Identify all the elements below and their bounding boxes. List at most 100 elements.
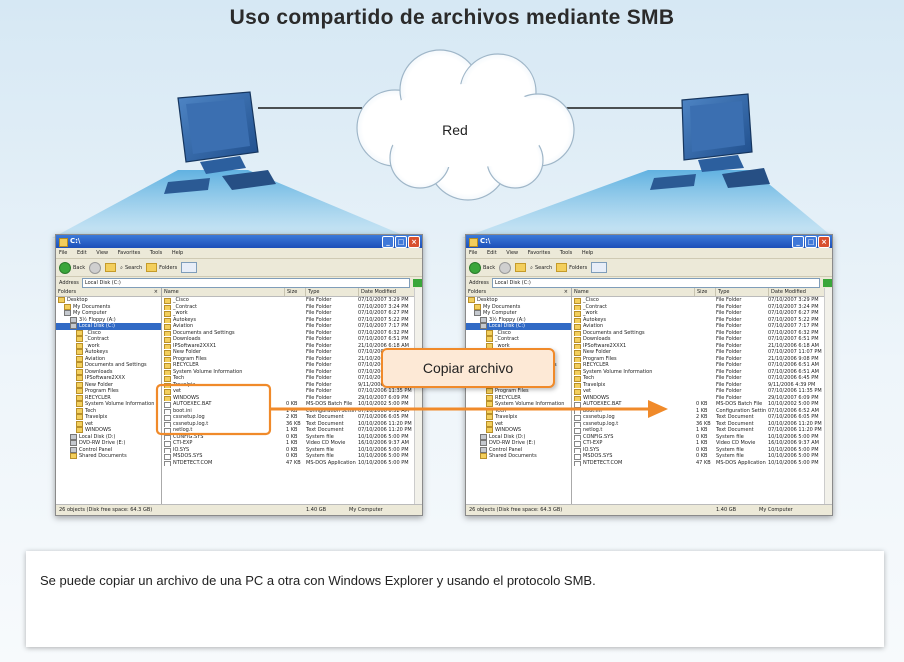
menu-edit[interactable]: Edit [486, 250, 497, 256]
menu-help[interactable]: Help [171, 250, 184, 256]
column-type[interactable]: Type [306, 288, 359, 296]
tree-item[interactable]: IPSoftware2XXX [56, 375, 161, 382]
tree-item[interactable]: RECYCLER [56, 395, 161, 402]
tree-item[interactable]: vet [466, 421, 571, 428]
tree-item[interactable]: System Volume Information [56, 401, 161, 408]
menu-file[interactable]: File [469, 250, 478, 256]
column-type[interactable]: Type [716, 288, 769, 296]
menu-tools[interactable]: Tools [559, 250, 573, 256]
tree-item[interactable]: System Volume Information [466, 401, 571, 408]
back-button[interactable]: Back [59, 261, 85, 274]
views-button[interactable] [181, 262, 198, 273]
views-button[interactable] [591, 262, 608, 273]
minimize-button[interactable]: _ [382, 236, 394, 248]
tree-item[interactable]: My Computer [466, 310, 571, 317]
folders-button[interactable]: Folders [146, 263, 177, 272]
close-pane-icon[interactable]: × [153, 289, 158, 295]
menu-view[interactable]: View [96, 250, 109, 256]
tree-item[interactable]: Aviation [56, 356, 161, 363]
tree-item[interactable]: New Folder [56, 382, 161, 389]
folders-button[interactable]: Folders [556, 263, 587, 272]
tree-item[interactable]: Local Disk (C:) [56, 323, 161, 330]
tree-item[interactable]: _Contract [466, 336, 571, 343]
tree-item[interactable]: WINDOWS [56, 427, 161, 434]
tree-item[interactable]: Documents and Settings [56, 362, 161, 369]
tree-item[interactable]: Downloads [56, 369, 161, 376]
tree-item[interactable]: RECYCLER [466, 395, 571, 402]
scrollbar[interactable] [414, 288, 422, 505]
tree-item[interactable]: _Cisco [466, 330, 571, 337]
forward-button[interactable] [499, 261, 512, 274]
tree-item[interactable]: Local Disk (D:) [466, 434, 571, 441]
close-button[interactable]: × [408, 236, 420, 248]
tree-item[interactable]: Travelpix [56, 414, 161, 421]
menu-view[interactable]: View [506, 250, 519, 256]
tree-item[interactable]: Desktop [466, 297, 571, 304]
column-name[interactable]: Name [572, 288, 695, 296]
menu-file[interactable]: File [59, 250, 68, 256]
tree-item[interactable]: _work [56, 343, 161, 350]
tree-item[interactable]: My Documents [56, 304, 161, 311]
tree-item[interactable]: Program Files [466, 388, 571, 395]
maximize-button[interactable]: □ [395, 236, 407, 248]
go-button[interactable] [413, 278, 422, 287]
menu-edit[interactable]: Edit [76, 250, 87, 256]
column-name[interactable]: Name [162, 288, 285, 296]
tree-item[interactable]: Autokeys [56, 349, 161, 356]
tree-item[interactable]: _Contract [56, 336, 161, 343]
tree-item[interactable]: Local Disk (D:) [56, 434, 161, 441]
tree-item[interactable]: Travelpix [466, 414, 571, 421]
tree-item[interactable]: vet [56, 421, 161, 428]
address-input[interactable]: Local Disk (C:) [81, 277, 410, 288]
address-input[interactable]: Local Disk (C:) [491, 277, 820, 288]
scrollbar[interactable] [824, 288, 832, 505]
up-folder-icon[interactable] [515, 263, 527, 272]
tree-item[interactable]: 3½ Floppy (A:) [466, 317, 571, 324]
column-size[interactable]: Size [285, 288, 306, 296]
tree-item[interactable]: Control Panel [466, 447, 571, 454]
column-size[interactable]: Size [695, 288, 716, 296]
tree-item[interactable]: Shared Documents [466, 453, 571, 460]
tree-item[interactable]: Program Files [56, 388, 161, 395]
tree-item[interactable]: 3½ Floppy (A:) [56, 317, 161, 324]
maximize-button[interactable]: □ [805, 236, 817, 248]
tree-item[interactable]: Tech [56, 408, 161, 415]
menu-favorites[interactable]: Favorites [527, 250, 551, 256]
tree-item[interactable]: My Computer [56, 310, 161, 317]
